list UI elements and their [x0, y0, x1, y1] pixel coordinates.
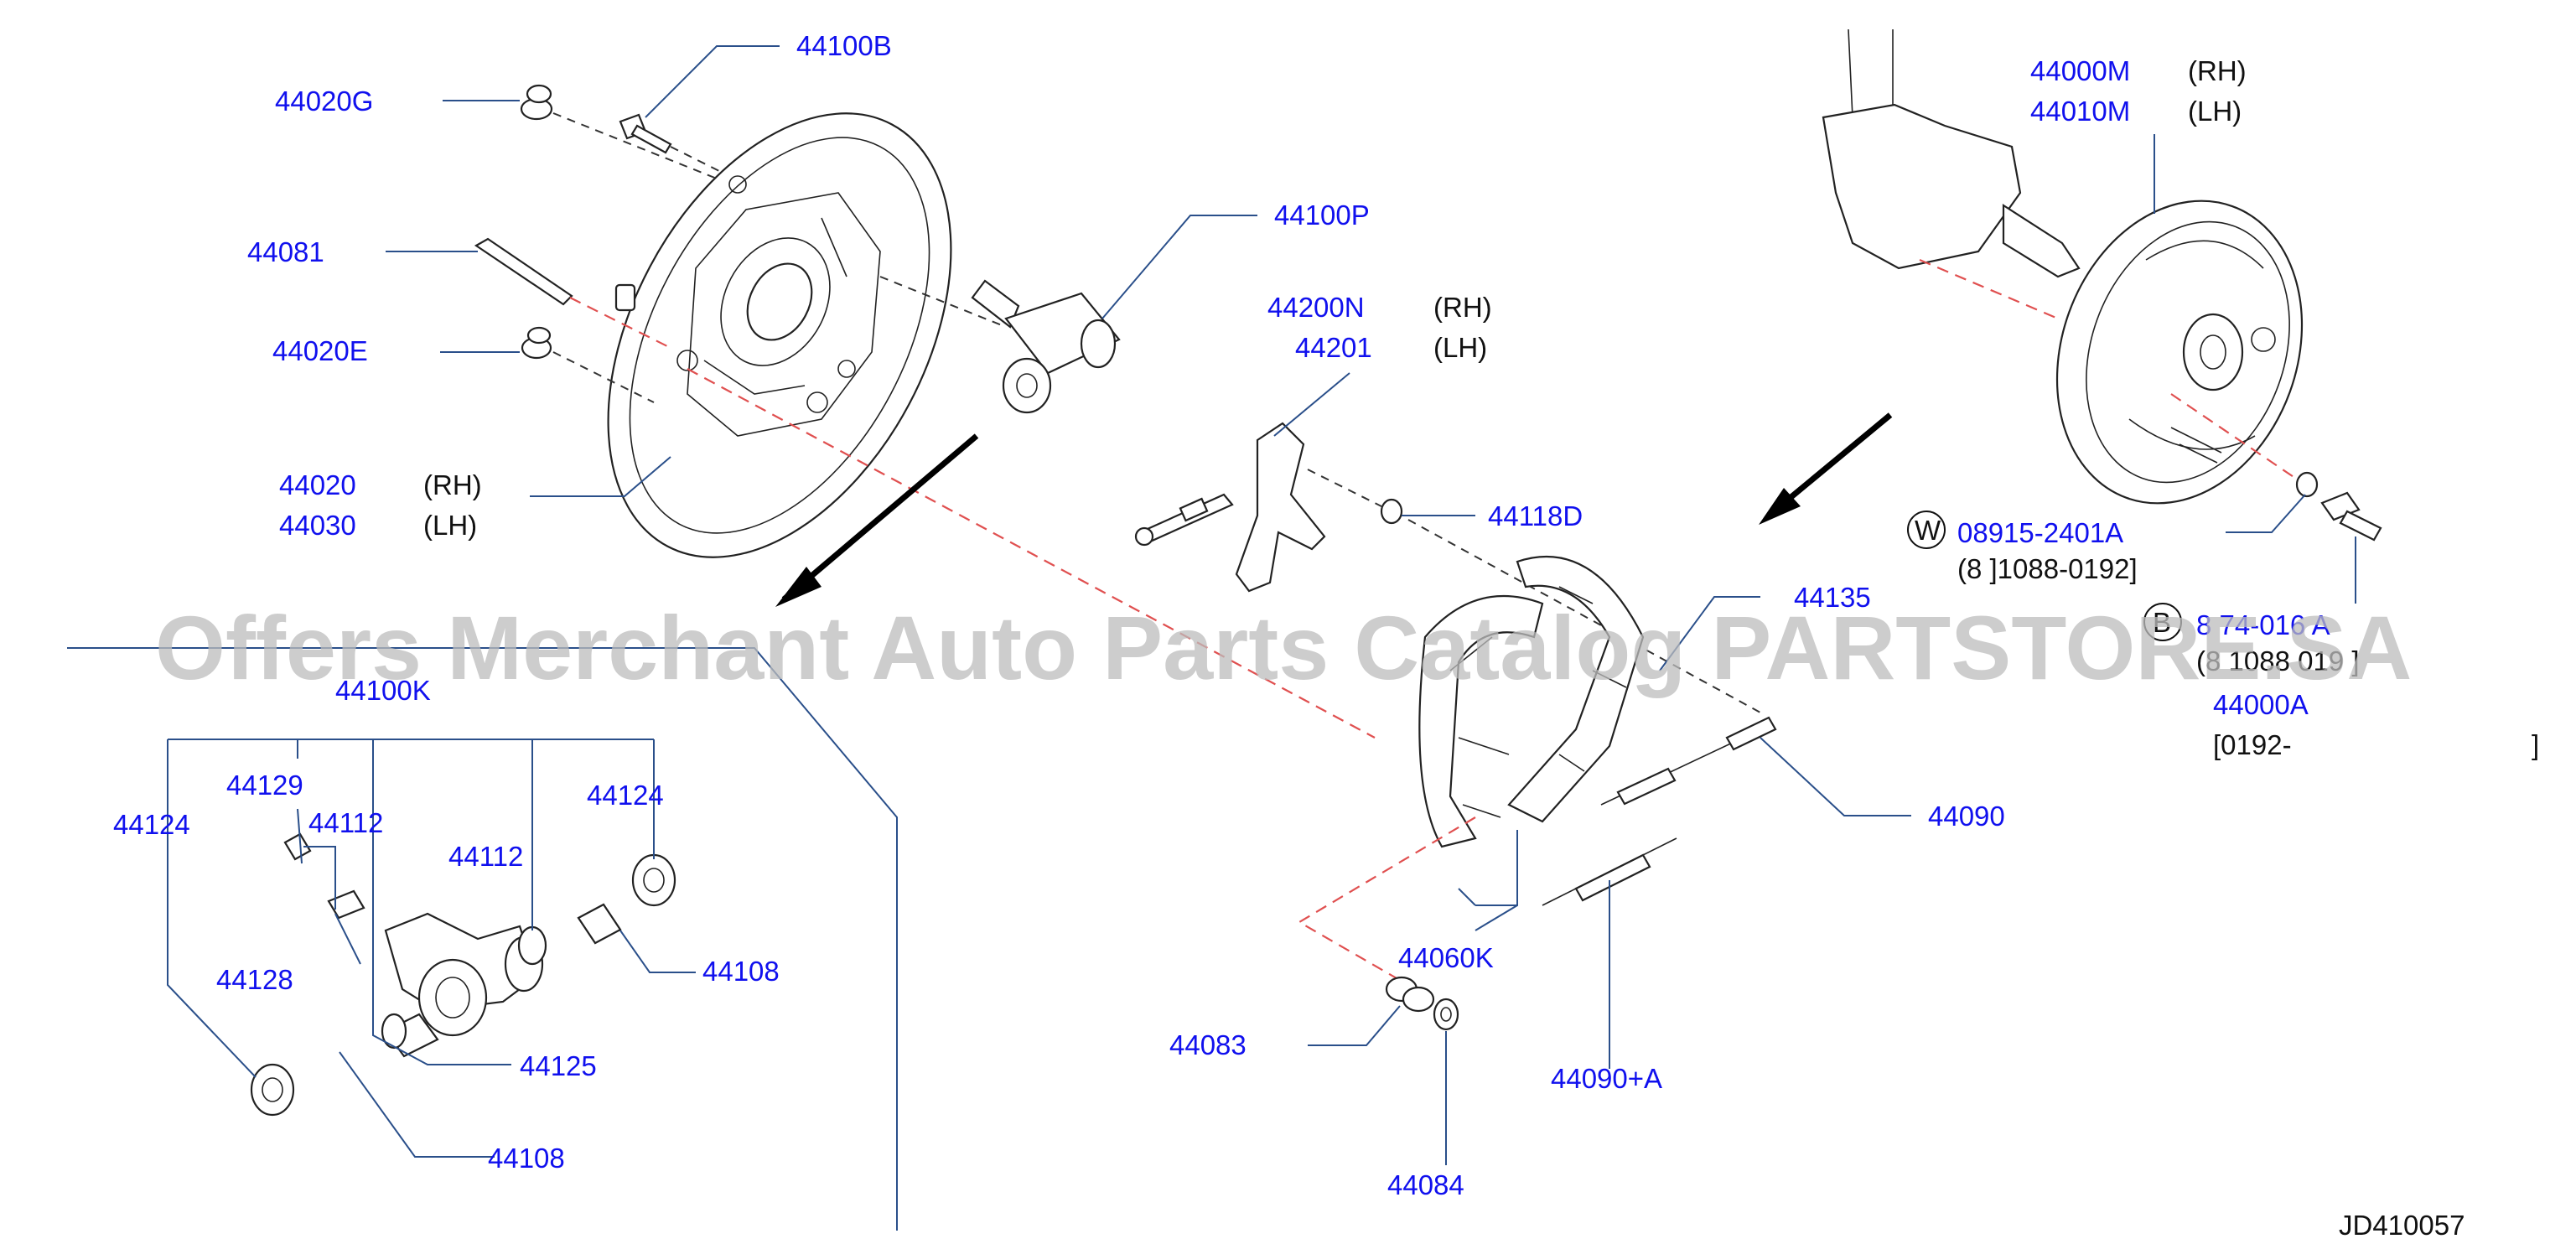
drum-brake-assembly-drawing — [1822, 29, 2304, 505]
label-44020[interactable]: 44020 — [279, 469, 356, 500]
label-44200n[interactable]: 44200N — [1267, 292, 1365, 323]
label-44108-b[interactable]: 44108 — [488, 1143, 565, 1174]
label-44100k[interactable]: 44100K — [335, 675, 431, 706]
label-44135[interactable]: 44135 — [1794, 582, 1871, 613]
diagram-id: JD410057 — [2339, 1210, 2465, 1241]
circle-marker-w — [1907, 511, 1946, 549]
label-44129[interactable]: 44129 — [226, 770, 303, 801]
circle-marker-b — [2143, 603, 2182, 641]
side-tag-lh-44030: (LH) — [423, 510, 477, 541]
label-44000m[interactable]: 44000M — [2030, 55, 2130, 86]
side-tag-rh-44000m: (RH) — [2188, 55, 2247, 86]
label-44020g[interactable]: 44020G — [275, 86, 373, 117]
leader-lines — [67, 45, 2356, 1231]
bleeder-44081-drawing — [474, 237, 573, 306]
spring-44090a-drawing — [1542, 837, 1677, 906]
side-tag-rh-44020: (RH) — [423, 469, 482, 500]
range-44000a-end: ] — [2532, 729, 2539, 760]
side-tag-rh-44200n: (RH) — [1433, 292, 1492, 323]
label-44100b[interactable]: 44100B — [796, 30, 892, 61]
label-44124-right[interactable]: 44124 — [587, 780, 664, 811]
label-44090[interactable]: 44090 — [1928, 801, 2005, 832]
bolt-44100b-drawing — [619, 113, 672, 154]
adjuster-lever-44200n-drawing — [1134, 422, 1326, 593]
retainer-44084-drawing — [1433, 998, 1459, 1031]
label-44020e[interactable]: 44020E — [272, 335, 368, 366]
side-tag-lh-44010m: (LH) — [2188, 96, 2242, 127]
range-44000a-start: [0192- — [2213, 729, 2292, 760]
label-44081[interactable]: 44081 — [247, 236, 324, 267]
label-44201[interactable]: 44201 — [1295, 332, 1372, 363]
backing-plate-drawing — [607, 112, 952, 558]
label-44084[interactable]: 44084 — [1387, 1169, 1464, 1200]
part-labels: 44100B 44020G 44081 44020E 44020 (RH) 44… — [113, 30, 2539, 1241]
label-44060k[interactable]: 44060K — [1398, 942, 1494, 973]
wheel-cylinder-kit-drawing — [250, 832, 676, 1117]
pin-44083-drawing — [1385, 976, 1435, 1013]
wheel-cylinder-44100p-drawing — [971, 279, 1121, 414]
washer-08915-drawing — [2295, 471, 2319, 498]
bolt-b-drawing — [2320, 491, 2382, 542]
label-44124-left[interactable]: 44124 — [113, 809, 190, 840]
circle-letter-w: W — [1915, 515, 1941, 546]
side-tag-lh-44201: (LH) — [1433, 332, 1487, 363]
label-44030[interactable]: 44030 — [279, 510, 356, 541]
label-44100p[interactable]: 44100P — [1274, 200, 1370, 231]
direction-arrow-left — [775, 433, 979, 607]
label-44128[interactable]: 44128 — [216, 964, 293, 995]
brake-shoes-44060k-drawing — [1418, 555, 1645, 848]
spring-44090-drawing — [1600, 716, 1777, 806]
label-44112-b[interactable]: 44112 — [448, 841, 523, 872]
nut-44020g-drawing — [520, 84, 553, 121]
nut-44020e-drawing — [521, 326, 552, 360]
label-08915-2401a[interactable]: 08915-2401A — [1957, 517, 2123, 548]
range-b-bolt: (8 1088 019 ] — [2196, 645, 2360, 676]
label-44083[interactable]: 44083 — [1169, 1029, 1247, 1060]
label-44112-a[interactable]: 44112 — [308, 807, 383, 838]
circle-letter-b: B — [2153, 607, 2171, 638]
label-44125[interactable]: 44125 — [520, 1050, 597, 1081]
direction-arrow-right — [1759, 412, 1893, 525]
label-44000a[interactable]: 44000A — [2213, 689, 2309, 720]
label-44118d[interactable]: 44118D — [1488, 500, 1583, 531]
range-08915: (8 ]1088-0192] — [1957, 553, 2138, 584]
label-b-bolt[interactable]: 8 74-016 A — [2196, 609, 2330, 640]
washer-44118d-drawing — [1380, 498, 1403, 525]
label-44108-a[interactable]: 44108 — [702, 956, 780, 987]
label-44010m[interactable]: 44010M — [2030, 96, 2130, 127]
label-44090a[interactable]: 44090+A — [1551, 1063, 1662, 1094]
watermark-text: Offers Merchant Auto Parts Catalog PARTS… — [155, 597, 2412, 698]
